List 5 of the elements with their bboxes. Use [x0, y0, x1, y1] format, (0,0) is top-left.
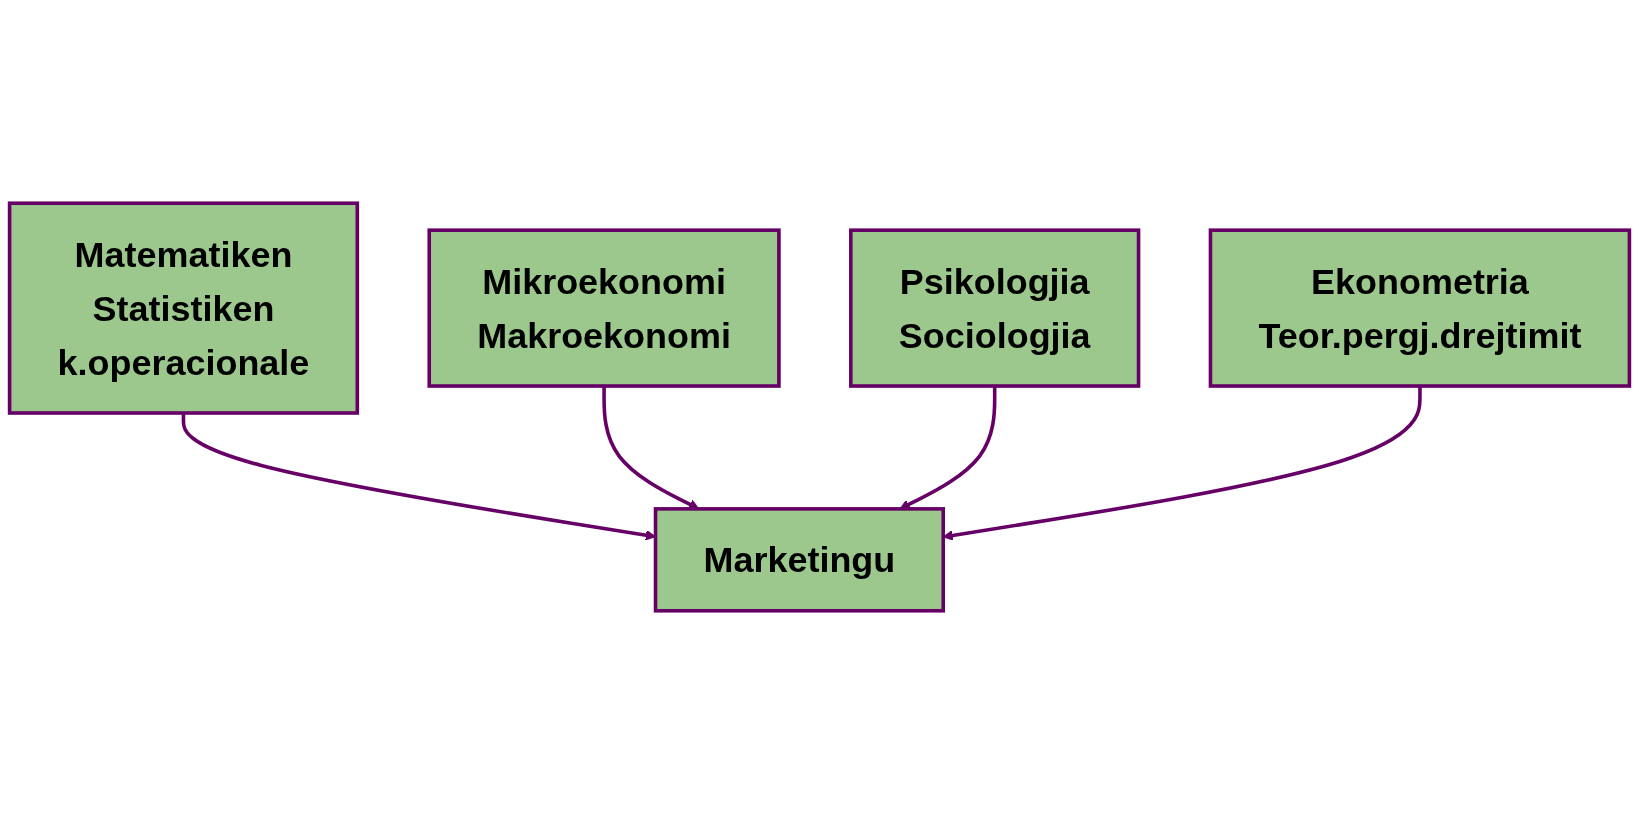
node-box: Mikroekonomi Makroekonomi [427, 228, 781, 388]
node-box: Ekonometria Teor.pergj.drejtimit [1208, 228, 1632, 388]
node-box: Psikologjia Sociologjia [849, 228, 1141, 388]
node-box: Marketingu [653, 507, 946, 613]
node-box: Matematiken Statistiken k.operacionale [7, 201, 360, 415]
